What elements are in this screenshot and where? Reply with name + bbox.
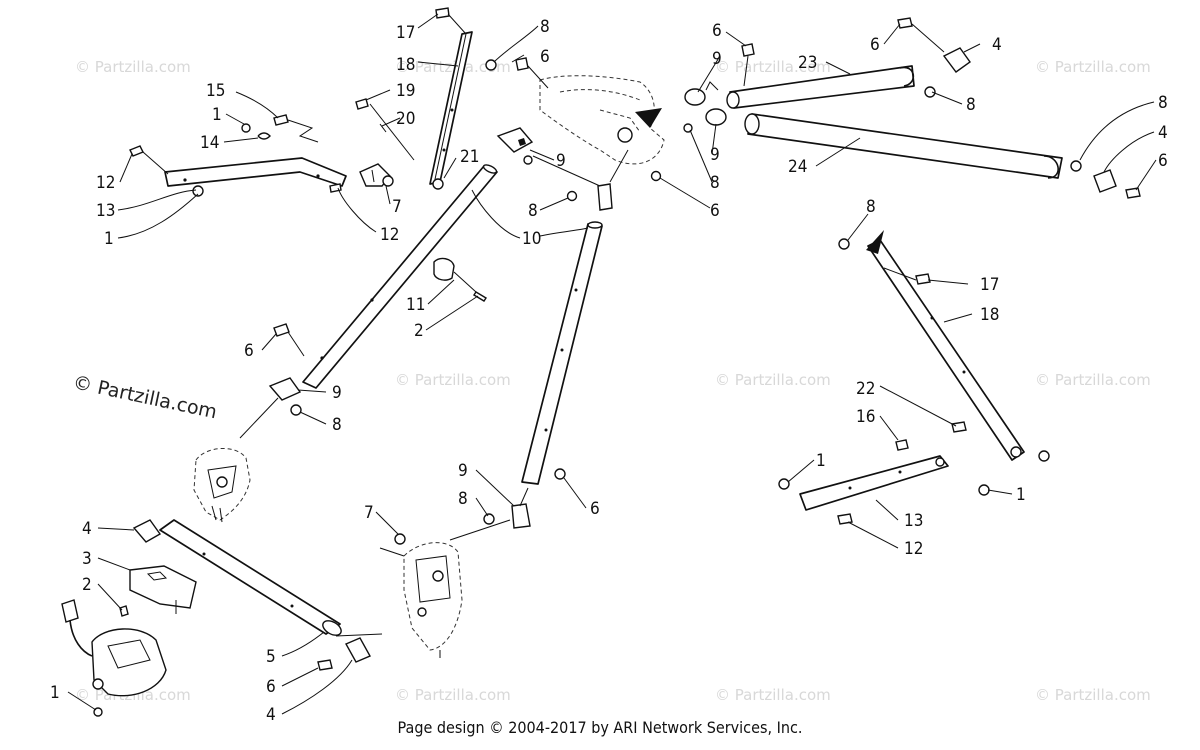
callout-label: 1	[50, 683, 60, 703]
callout-label: 12	[96, 173, 115, 193]
callout-label: 4	[992, 35, 1002, 55]
callout-label: 6	[266, 677, 276, 697]
callout-label: 5	[266, 647, 276, 667]
callout-label: 16	[856, 407, 875, 427]
watermark-text: © Partzilla.com	[1035, 58, 1151, 76]
page-footer: Page design © 2004-2017 by ARI Network S…	[397, 718, 803, 737]
upper-left-brace	[129, 114, 394, 197]
callout-label: 1	[1016, 485, 1026, 505]
steering-head	[496, 57, 665, 211]
callout-label: 12	[380, 225, 399, 245]
callout-label: 8	[1158, 93, 1168, 113]
watermark-text: © Partzilla.com	[395, 371, 511, 389]
callout-label: 8	[332, 415, 342, 435]
callout-label: 9	[458, 461, 468, 481]
lower-left-assembly	[61, 447, 383, 717]
callout-label: 6	[712, 21, 722, 41]
callout-label: 10	[522, 229, 541, 249]
callout-label: 14	[200, 133, 219, 153]
callout-label: 13	[904, 511, 923, 531]
watermark-text: © Partzilla.com	[1035, 371, 1151, 389]
callout-label: 4	[82, 519, 92, 539]
right-strut-assembly	[778, 230, 1050, 525]
callout-labels: 17 8 18 6 19 20 21 15 1 14 12 13 1 7 12 …	[50, 17, 1168, 725]
leader-lines	[67, 13, 1157, 715]
callout-label: 8	[528, 201, 538, 221]
callout-label: 4	[1158, 123, 1168, 143]
callout-label: 24	[788, 157, 807, 177]
callout-label: 13	[96, 201, 115, 221]
callout-label: 9	[710, 145, 720, 165]
callout-label: 18	[396, 55, 415, 75]
callout-label: 1	[816, 451, 826, 471]
callout-label: 9	[712, 49, 722, 69]
callout-label: 6	[1158, 151, 1168, 171]
callout-label: 1	[212, 105, 222, 125]
callout-label: 18	[980, 305, 999, 325]
callout-label: 19	[396, 81, 415, 101]
watermark-text: © Partzilla.com	[715, 686, 831, 704]
callout-label: 4	[266, 705, 276, 725]
callout-label: 3	[82, 549, 92, 569]
callout-label: 6	[540, 47, 550, 67]
callout-label: 8	[458, 489, 468, 509]
callout-label: 8	[866, 197, 876, 217]
upper-right-tubes	[683, 17, 1141, 199]
callout-label: 23	[798, 53, 817, 73]
callout-label: 22	[856, 379, 875, 399]
callout-label: 6	[244, 341, 254, 361]
callout-label: 2	[414, 321, 424, 341]
main-diagonal-tube	[239, 164, 498, 439]
main-watermark: © Partzilla.com	[71, 371, 219, 423]
callout-label: 7	[392, 197, 402, 217]
callout-label: 6	[870, 35, 880, 55]
callout-label: 2	[82, 575, 92, 595]
callout-label: 6	[590, 499, 600, 519]
callout-label: 9	[556, 151, 566, 171]
callout-label: 21	[460, 147, 479, 167]
callout-label: 8	[710, 173, 720, 193]
callout-label: 1	[104, 229, 114, 249]
callout-label: 6	[710, 201, 720, 221]
callout-label: 20	[396, 109, 415, 129]
callout-label: 12	[904, 539, 923, 559]
watermark-text: © Partzilla.com	[715, 371, 831, 389]
callout-label: 11	[406, 295, 425, 315]
watermark-text: © Partzilla.com	[715, 58, 831, 76]
callout-label: 8	[966, 95, 976, 115]
lower-center-mount	[379, 519, 511, 658]
watermark-text: © Partzilla.com	[395, 686, 511, 704]
callout-label: 7	[364, 503, 374, 523]
callout-label: 9	[332, 383, 342, 403]
callout-label: 17	[980, 275, 999, 295]
upper-strut	[355, 7, 497, 190]
callout-label: 8	[540, 17, 550, 37]
callout-label: 17	[396, 23, 415, 43]
center-tube	[483, 221, 603, 529]
watermark-text: © Partzilla.com	[1035, 686, 1151, 704]
callout-label: 15	[206, 81, 225, 101]
watermark-text: © Partzilla.com	[75, 58, 191, 76]
